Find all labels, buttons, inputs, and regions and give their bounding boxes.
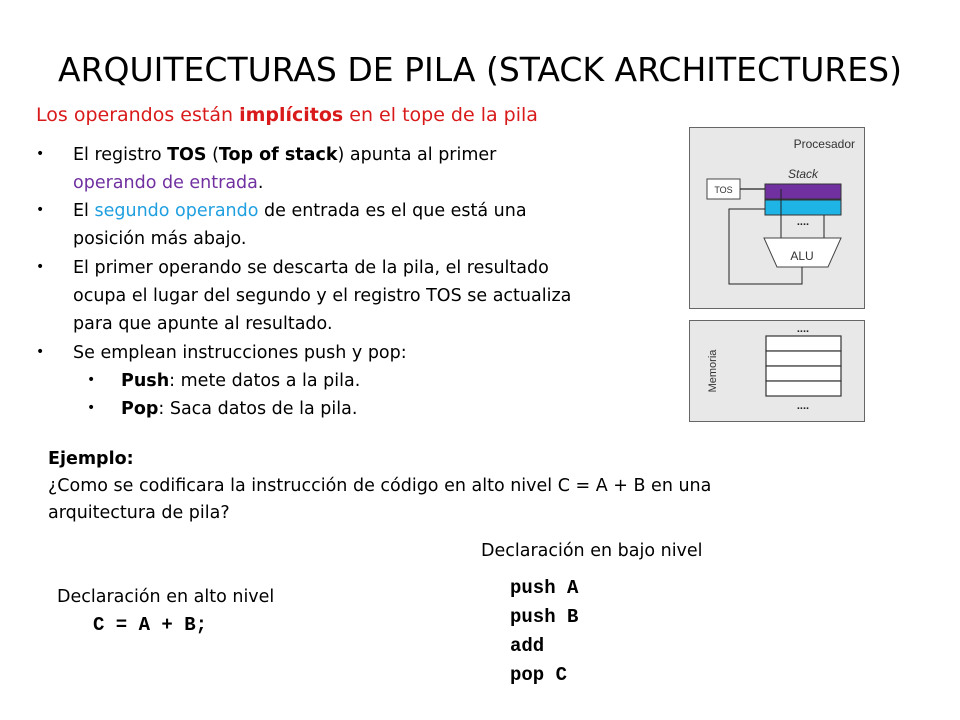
stack-dots: .... — [797, 216, 809, 228]
sub-bullet-dot: • — [87, 372, 96, 388]
tos-label: TOS — [714, 185, 732, 195]
slide-subtitle: Los operandos están implícitos en el top… — [36, 104, 538, 126]
bullet-dot: • — [36, 259, 45, 275]
alu-block — [763, 237, 842, 268]
processor-label: Procesador — [794, 137, 855, 151]
memory-diagram: Memoria .... .... — [689, 320, 865, 422]
result-feedback-wire — [728, 208, 803, 285]
stack-label: Stack — [788, 167, 819, 181]
high-level-label: Declaración en alto nivel — [57, 587, 275, 607]
bullet-4: Se emplean instrucciones push y pop: — [73, 343, 407, 363]
memory-dots-top: .... — [797, 323, 809, 335]
memory-cell — [765, 365, 842, 382]
processor-diagram: Procesador Stack TOS .... ALU — [689, 127, 865, 309]
processor-panel — [689, 127, 865, 309]
stack-top-cell — [764, 183, 842, 200]
bullet-dot: • — [36, 344, 45, 360]
memory-label: Memoria — [707, 349, 719, 393]
code-line: pop C — [510, 664, 568, 686]
example-line-1: ¿Como se codificara la instrucción de có… — [48, 476, 712, 496]
example-block: Ejemplo: ¿Como se codificara la instrucc… — [48, 446, 711, 527]
code-line: push A — [510, 577, 579, 599]
subtitle-text-end: en el tope de la pila — [343, 104, 538, 126]
memory-dots-bottom: .... — [797, 400, 809, 412]
sub-bullet-pop: Pop: Saca datos de la pila. — [121, 399, 358, 419]
sub-bullet-dot: • — [87, 400, 96, 416]
example-line-2: arquitectura de pila? — [48, 503, 230, 523]
memory-cell — [765, 335, 842, 352]
bullet-2: El segundo operando de entrada es el que… — [73, 201, 527, 249]
memory-cell — [765, 380, 842, 397]
bullet-dot: • — [36, 202, 45, 218]
subtitle-text: Los operandos están — [36, 104, 240, 126]
subtitle-bold: implícitos — [239, 104, 344, 126]
bullet-3: El primer operando se descarta de la pil… — [73, 258, 572, 334]
code-line: add — [510, 635, 545, 657]
stack-second-cell — [764, 199, 842, 216]
bullet-dot: • — [36, 146, 45, 162]
example-heading: Ejemplo: — [48, 449, 134, 469]
slide-title: ARQUITECTURAS DE PILA (STACK ARCHITECTUR… — [58, 50, 902, 89]
sub-bullet-push: Push: mete datos a la pila. — [121, 371, 361, 391]
alu-label: ALU — [790, 249, 813, 263]
high-level-code: C = A + B; — [93, 614, 208, 636]
memory-cell — [765, 350, 842, 367]
bullet-1: El registro TOS (Top of stack) apunta al… — [73, 145, 497, 193]
low-level-code: push A push B add pop C — [510, 574, 578, 690]
code-line: push B — [510, 606, 579, 628]
low-level-label: Declaración en bajo nivel — [481, 541, 703, 561]
